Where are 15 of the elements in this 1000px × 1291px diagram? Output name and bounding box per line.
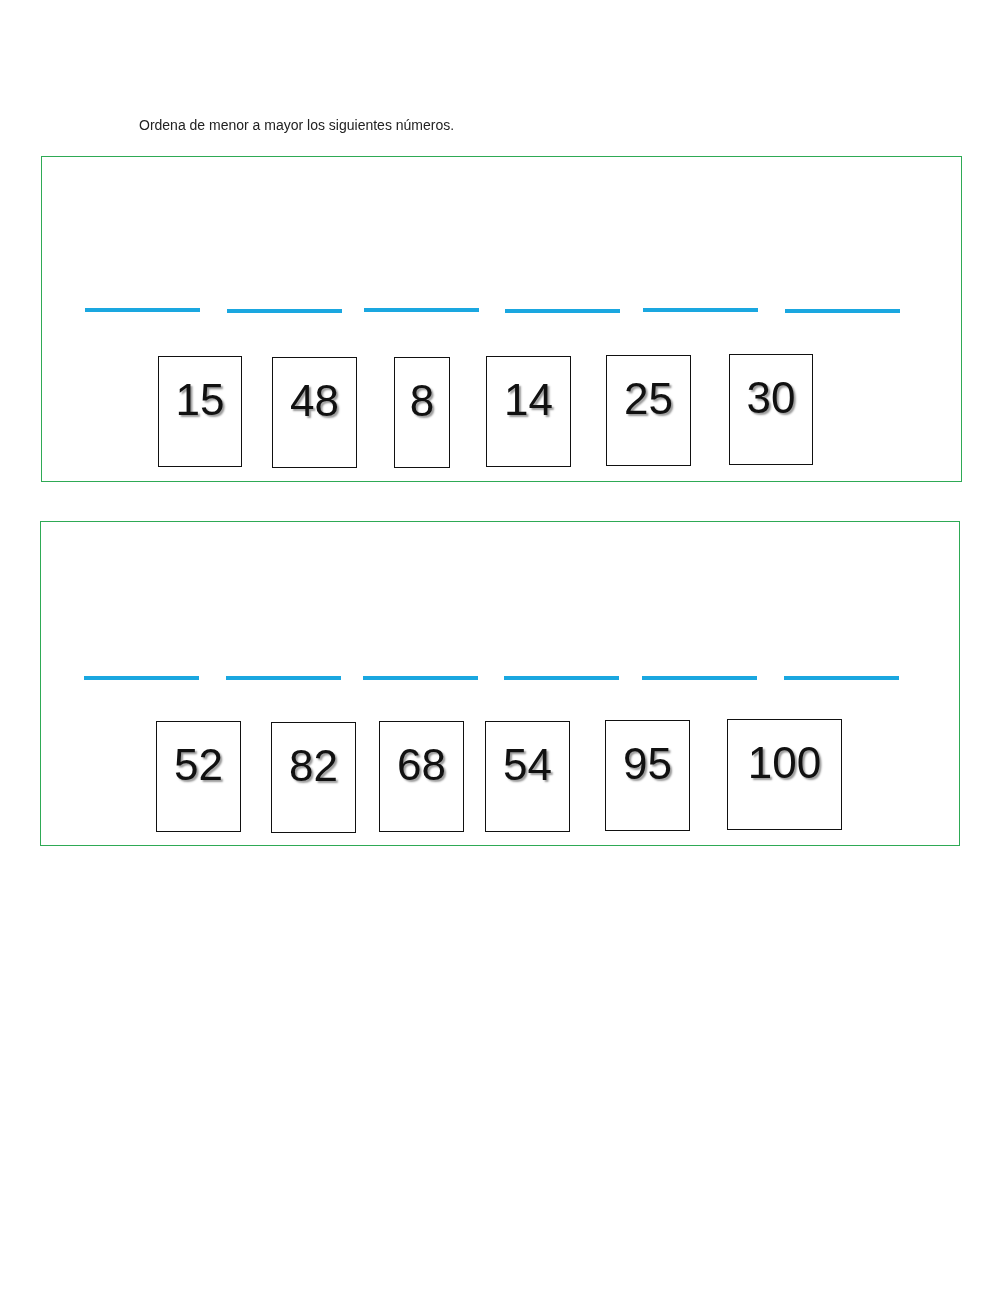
number-card: 54 — [485, 721, 570, 832]
number-card: 25 — [606, 355, 691, 466]
instruction-text: Ordena de menor a mayor los siguientes números. — [139, 117, 455, 133]
exercise-panel — [40, 521, 960, 846]
number-card: 14 — [486, 356, 571, 467]
number-card: 52 — [156, 721, 241, 832]
number-card: 48 — [272, 357, 357, 468]
exercise-panel — [41, 156, 962, 482]
number-card: 8 — [394, 357, 450, 468]
number-card: 82 — [271, 722, 356, 833]
number-card: 95 — [605, 720, 690, 831]
number-card: 68 — [379, 721, 464, 832]
number-card: 100 — [727, 719, 842, 830]
number-card: 30 — [729, 354, 813, 465]
number-card: 15 — [158, 356, 242, 467]
